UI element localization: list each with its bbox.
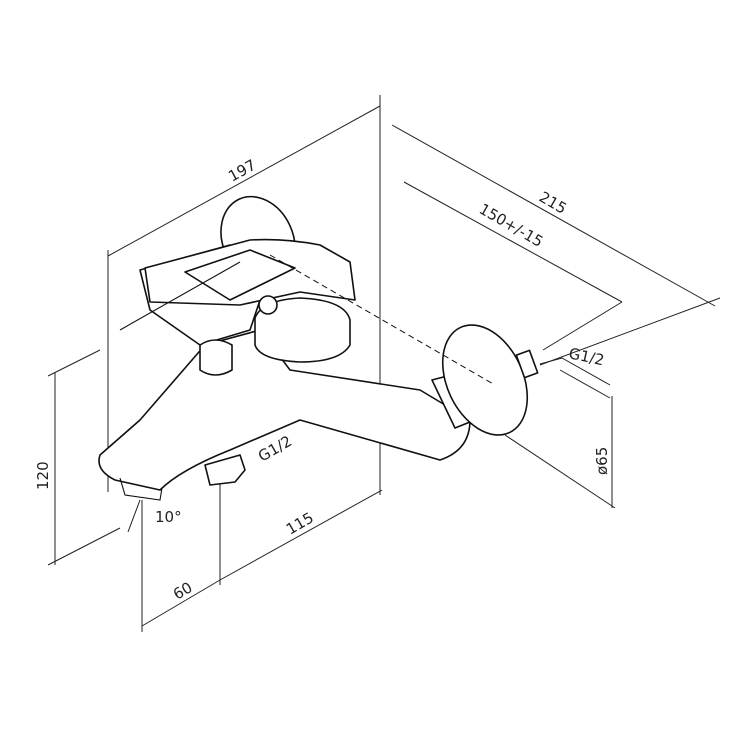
cartridge-housing [254,297,351,363]
lever-screw [258,295,278,315]
outlet-nut [204,454,246,486]
faucet-body [98,195,539,501]
dimension-60-115: 60 115 [141,480,383,632]
label-65: ø65 [593,447,611,475]
dimension-10deg: 10° [127,499,182,533]
dimension-215: 215 [391,124,721,366]
centerline-ext [119,261,241,331]
label-120: 120 [34,461,52,490]
spout-tip [119,477,163,501]
dimension-g12-inlet: G1/2 [539,344,611,399]
label-150: 150+/-15 [476,200,546,251]
dimension-150: 150+/-15 [403,181,623,351]
label-215: 215 [536,188,570,218]
lever-top [184,249,296,301]
label-115: 115 [283,509,317,539]
label-60: 60 [170,578,196,603]
dimension-diameter-65: ø65 [504,396,616,509]
diverter-knob [199,339,233,376]
label-197: 197 [225,156,259,186]
inlet-thread [515,349,539,379]
centerline [269,254,496,386]
label-10deg: 10° [155,508,182,526]
dimension-120: 120 [34,349,121,566]
label-g12-inlet: G1/2 [567,344,606,369]
